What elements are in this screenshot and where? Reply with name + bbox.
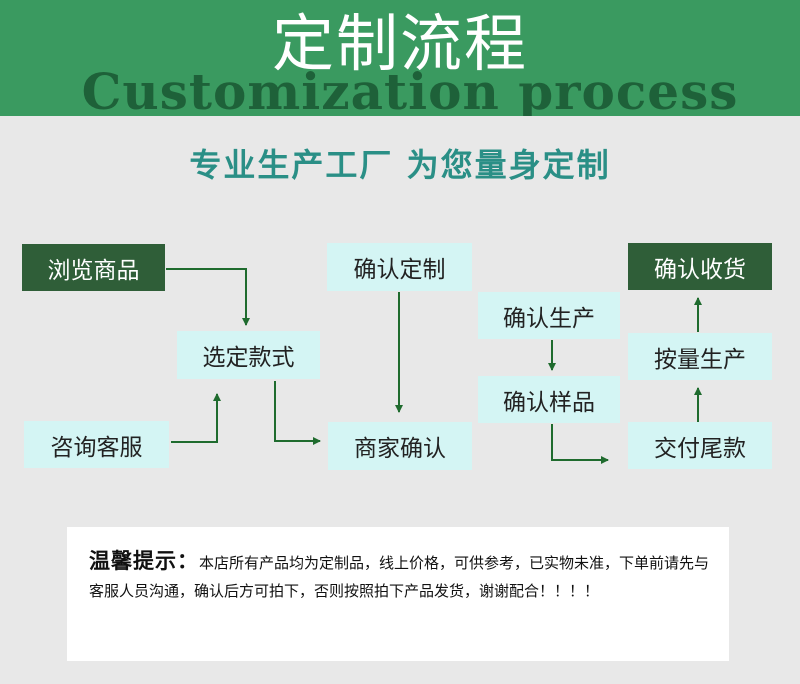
arrow-select-to-merchant xyxy=(274,381,321,445)
notice-label: 温馨提示： xyxy=(89,548,199,573)
notice-box: 温馨提示：本店所有产品均为定制品，线上价格，可供参考，已实物未准，下单前请先与客… xyxy=(67,527,729,661)
step-select-style: 选定款式 xyxy=(177,331,320,379)
step-consult: 咨询客服 xyxy=(24,421,169,468)
step-confirm-custom: 确认定制 xyxy=(327,243,472,291)
step-merchant-confirm: 商家确认 xyxy=(328,422,472,470)
header-title: 定制流程 xyxy=(271,7,528,80)
header-banner: Customization process 定制流程 xyxy=(0,0,800,116)
header-subtitle: Customization process xyxy=(81,62,739,116)
step-pay-balance: 交付尾款 xyxy=(628,422,772,469)
step-confirm-production: 确认生产 xyxy=(478,292,620,339)
step-mass-production: 按量生产 xyxy=(628,333,772,380)
notice-text: 本店所有产品均为定制品，线上价格，可供参考，已实物未准，下单前请先与客服人员沟通… xyxy=(89,554,710,600)
step-browse: 浏览商品 xyxy=(22,244,165,291)
slogan: 专业生产工厂 为您量身定制 xyxy=(189,146,611,184)
arrow-browse-to-select xyxy=(166,268,250,326)
arrow-sample-to-balance xyxy=(551,424,609,464)
step-confirm-receipt: 确认收货 xyxy=(628,243,772,290)
step-confirm-sample: 确认样品 xyxy=(478,376,620,423)
arrow-consult-to-select xyxy=(171,393,221,443)
